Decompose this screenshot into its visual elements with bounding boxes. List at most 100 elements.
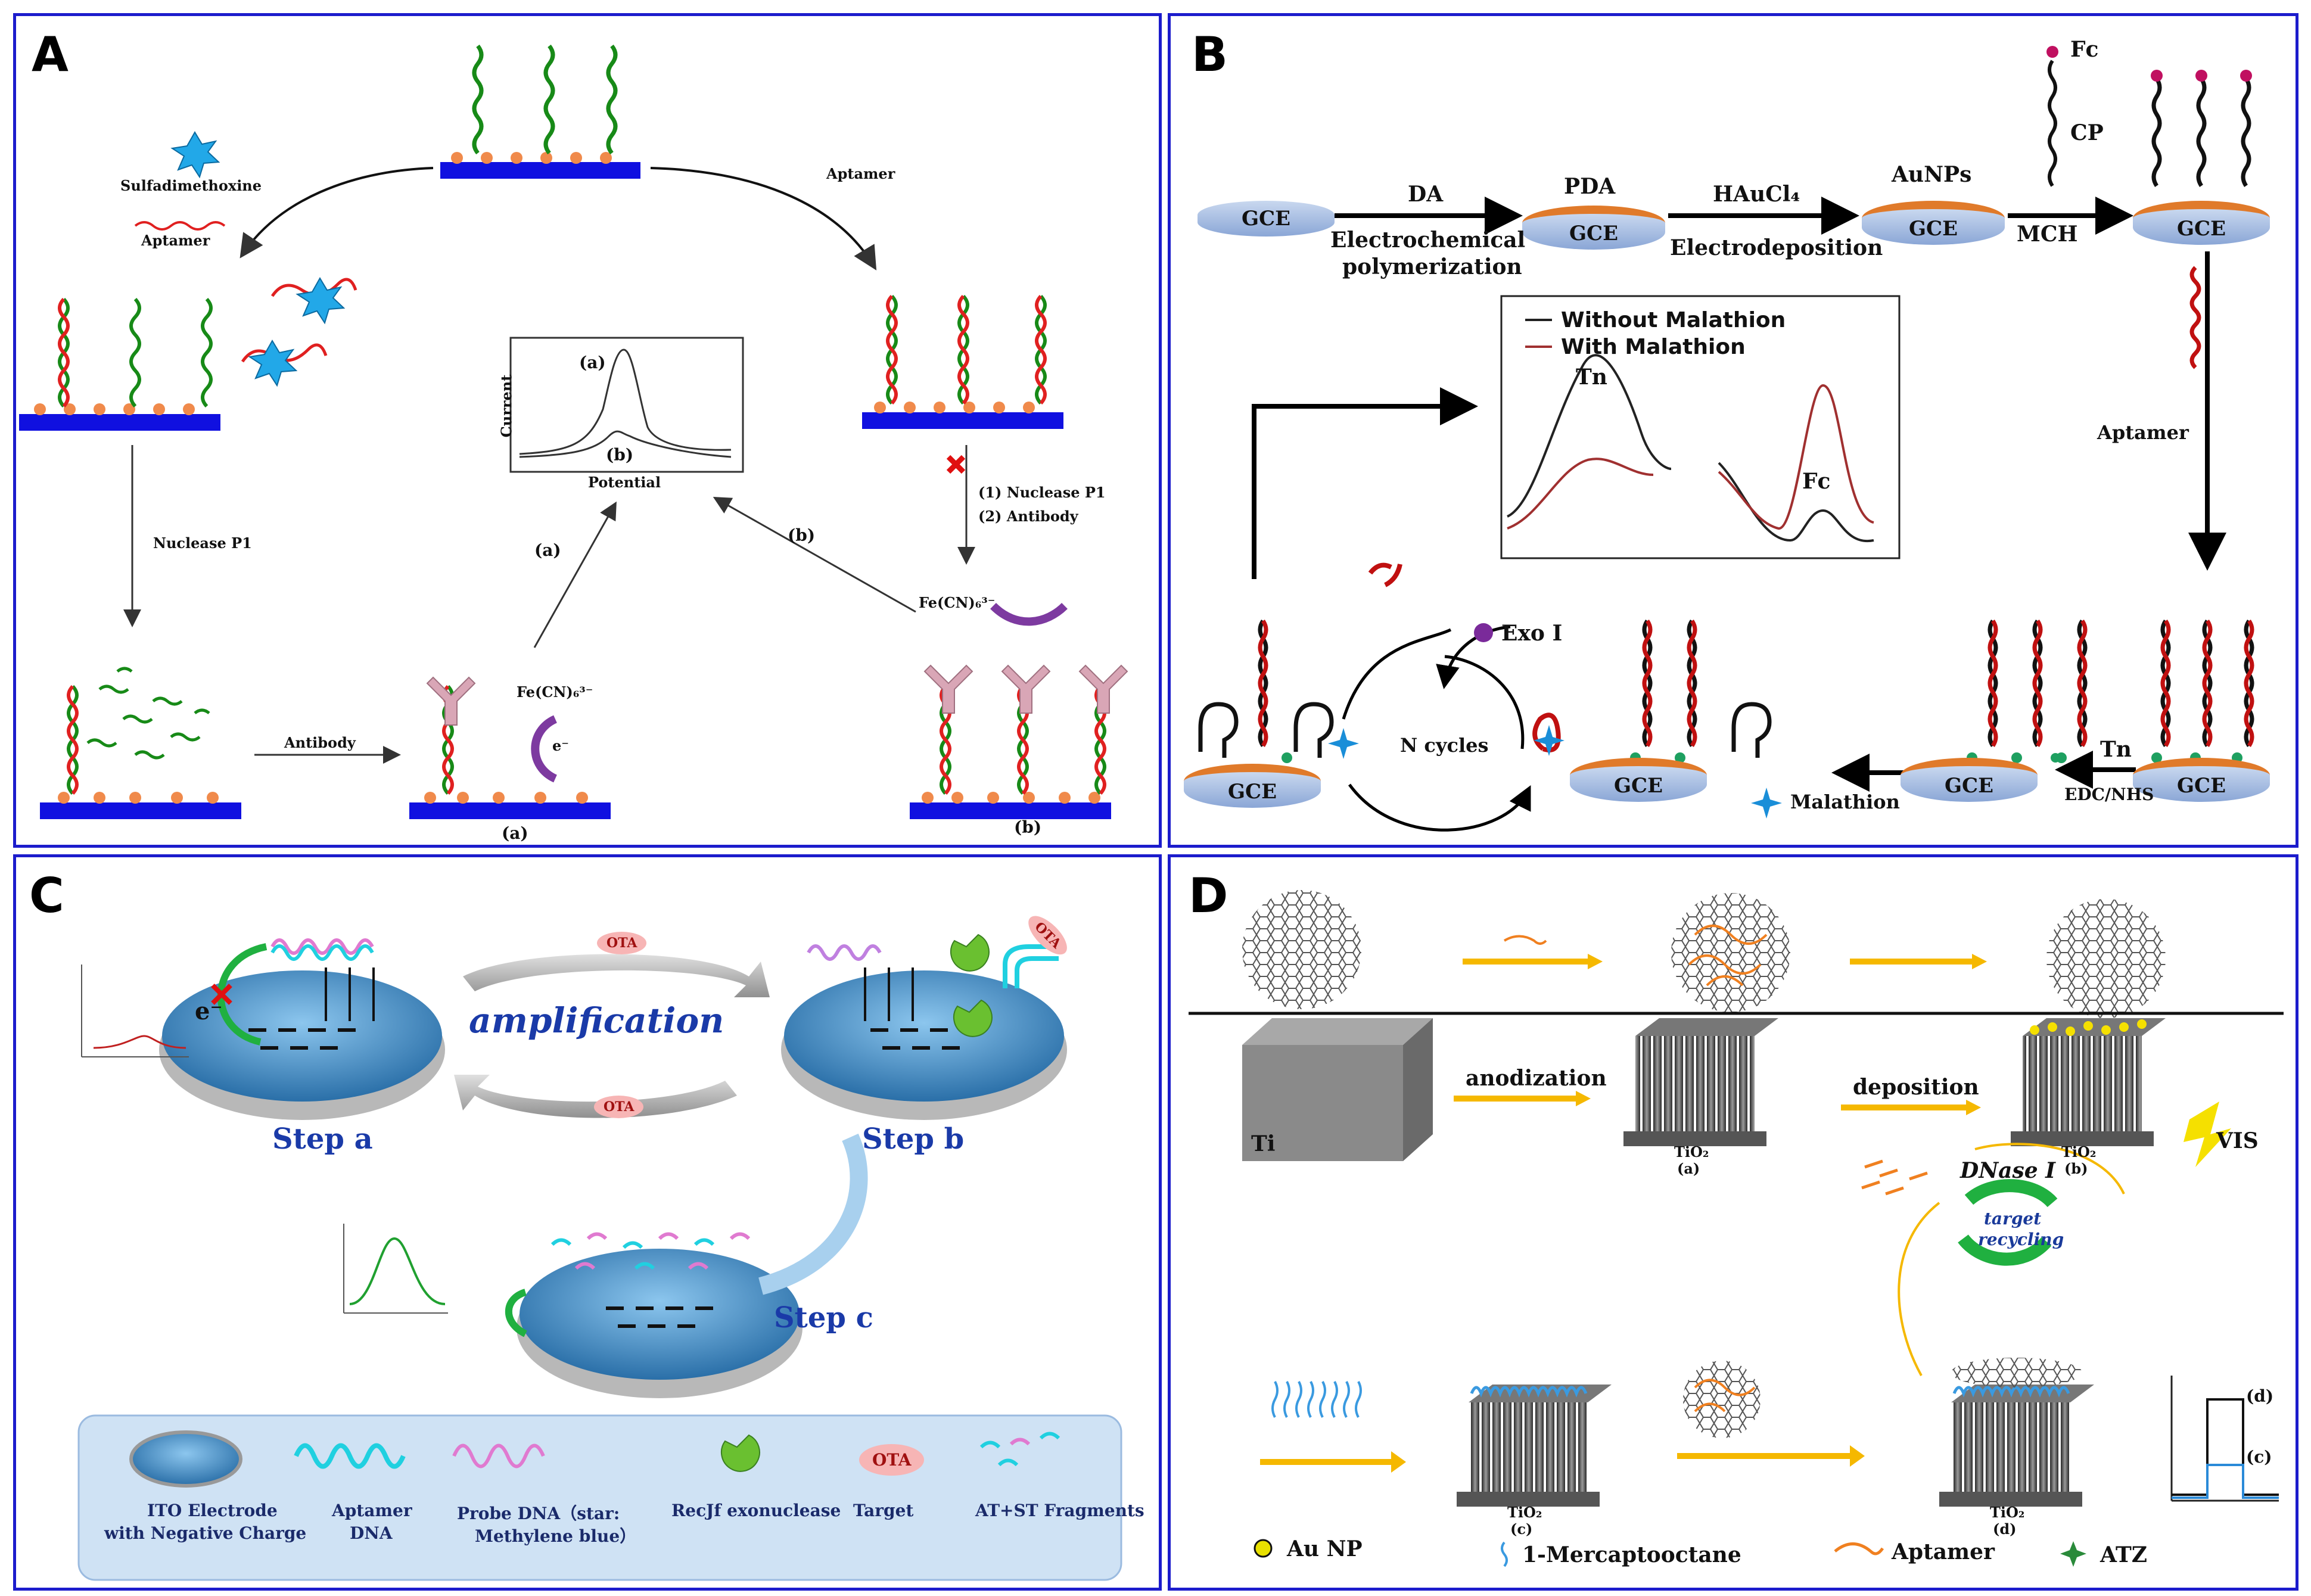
sub-a-label-d: (a): [1677, 1160, 1700, 1177]
pda-label: PDA: [1564, 174, 1616, 199]
vis-label: VIS: [2216, 1128, 2259, 1153]
tio2-c-label: TiO₂: [1507, 1504, 1542, 1521]
arrow-top-left: [240, 167, 434, 259]
tio2-array-c: [1457, 1385, 1612, 1507]
deposition-label: deposition: [1853, 1075, 1979, 1100]
nuclease-step-label: (1) Nuclease P1: [978, 484, 1106, 501]
tn-label: Tn: [2100, 737, 2132, 762]
probe-dna-icon: [452, 1443, 545, 1469]
peak-fc-label: Fc: [1802, 469, 1831, 494]
plot-d-label: (d): [2246, 1386, 2274, 1406]
gce-3: GCE: [1862, 201, 2005, 245]
plot-c-label: (c): [2246, 1447, 2272, 1467]
sulfadimethoxine-icon: [170, 131, 220, 179]
legend-probe-line2: Methylene blue）: [475, 1526, 637, 1546]
electrodeposition-label: Electrodeposition: [1670, 235, 1883, 260]
mercaptooctane-icon: [1501, 1541, 1508, 1567]
polymerization-label: polymerization: [1342, 254, 1522, 279]
curve-a-label: (a): [579, 353, 606, 372]
legend-ota-icon: OTA: [859, 1444, 925, 1476]
panel-c-graphics: [77, 934, 1122, 1581]
graphene-sheet-1: [1242, 890, 1361, 1009]
aunps-label: AuNPs: [1892, 162, 1972, 187]
electrode-bar-top: [440, 162, 640, 179]
tio2-d-label: TiO₂: [1990, 1504, 2025, 1521]
panel-a-graphics: [19, 44, 1128, 819]
aptamer-dna-icon: [294, 1443, 406, 1469]
electrode-bar-left: [19, 414, 220, 431]
legend-mercaptooctane-label: 1-Mercaptooctane: [1522, 1542, 1741, 1567]
panel-b-letter: B: [1192, 27, 1228, 82]
target-complexes: [241, 277, 357, 387]
panel-b: B: [1168, 13, 2298, 848]
panel-a-letter: A: [32, 27, 69, 82]
sub-a-label: (a): [502, 823, 528, 843]
gce-6: GCE: [1901, 758, 2038, 802]
arrow-top-right: [650, 167, 877, 270]
gce-8: GCE: [1184, 764, 1321, 808]
step-a-label: (a): [534, 540, 561, 560]
electrode-bar-right: [862, 412, 1063, 429]
sub-d-label-d: (d): [1993, 1520, 2017, 1538]
legend-ito-line2: with Negative Charge: [104, 1523, 307, 1543]
antibody-icon: [426, 676, 476, 726]
gce-4: GCE: [2133, 201, 2270, 245]
aptamer-right-label: Aptamer: [826, 165, 895, 182]
current-axis-label: Current: [497, 374, 515, 438]
legend-fragments-line1: AT+ST Fragments: [975, 1501, 1144, 1520]
fc-label: Fc: [2070, 37, 2099, 62]
ito-electrode-icon: [129, 1430, 242, 1488]
sub-b-label-d: (b): [2064, 1160, 2088, 1177]
target-label: target: [1984, 1209, 2042, 1228]
step-bc-arrow: [758, 1133, 868, 1295]
electron-transfer-arrow: [531, 715, 558, 783]
panel-d: D: [1168, 854, 2298, 1591]
legend-ito-line1: ITO Electrode: [147, 1501, 278, 1520]
step-a-label-c: Step a: [272, 1122, 373, 1156]
graphene-sheet-3: [2046, 899, 2166, 1018]
fecn-right-label: Fe(CN)₆³⁻: [919, 594, 996, 611]
electrode-dots-top: [451, 152, 612, 164]
panel-d-graphics: [1189, 890, 2284, 1567]
panel-c-letter: C: [29, 868, 64, 923]
electrode-step-c: [517, 1249, 803, 1398]
electrochemical-label: Electrochemical: [1330, 228, 1526, 253]
legend-panel: [77, 1414, 1122, 1581]
small-plot-step-c: [343, 1224, 448, 1314]
tio2-b-label: TiO₂: [2061, 1143, 2097, 1161]
aptamer-label-b: Aptamer: [2097, 421, 2189, 444]
small-plot-step-a: [81, 965, 189, 1057]
amplification-arrow-bottom: [454, 1075, 737, 1118]
recycling-label: recycling: [1978, 1230, 2064, 1249]
panel-c: C: [13, 854, 1162, 1591]
nuclease-left-label: Nuclease P1: [153, 534, 252, 552]
amplification-label: amplification: [469, 1000, 724, 1041]
aptamer-icon-b: [2189, 266, 2201, 369]
legend-au-label: Au NP: [1287, 1536, 1363, 1561]
aptamer-strands-top: [472, 44, 618, 155]
legend-aptamer-line2: DNA: [350, 1523, 393, 1543]
gce-2: GCE: [1522, 206, 1665, 250]
tio2-array-a: [1623, 1018, 1778, 1146]
aptamer-left-label: Aptamer: [141, 232, 210, 249]
step-c-label: Step c: [774, 1301, 873, 1334]
panel-d-letter: D: [1189, 868, 1228, 923]
legend-target-line1: Target: [853, 1501, 914, 1520]
aptamer-icon-d: [1834, 1542, 1884, 1555]
antibody-step-label: (2) Antibody: [978, 508, 1078, 525]
antibody-label: Antibody: [284, 734, 356, 751]
legend-without-label: Without Malathion: [1561, 308, 1786, 332]
fecn-mid-label: Fe(CN)₆³⁻: [517, 683, 593, 701]
edc-label: EDC/NHS: [2064, 785, 2154, 804]
vis-bolt-icon: [2184, 1102, 2231, 1167]
gce-5: GCE: [2133, 758, 2270, 802]
legend-aptamer-line1: Aptamer: [332, 1501, 412, 1520]
sulfadimethoxine-label: Sulfadimethoxine: [120, 177, 262, 194]
tio2-array-b: [2011, 1018, 2166, 1146]
legend-aptamer-label-d: Aptamer: [1892, 1539, 1995, 1564]
potential-axis-label: Potential: [588, 474, 661, 491]
ota-bottom-label: OTA: [594, 1096, 644, 1118]
electrode-step-a: [159, 970, 445, 1120]
ncycles-label: N cycles: [1400, 734, 1489, 757]
au-np-icon: [1254, 1539, 1273, 1558]
